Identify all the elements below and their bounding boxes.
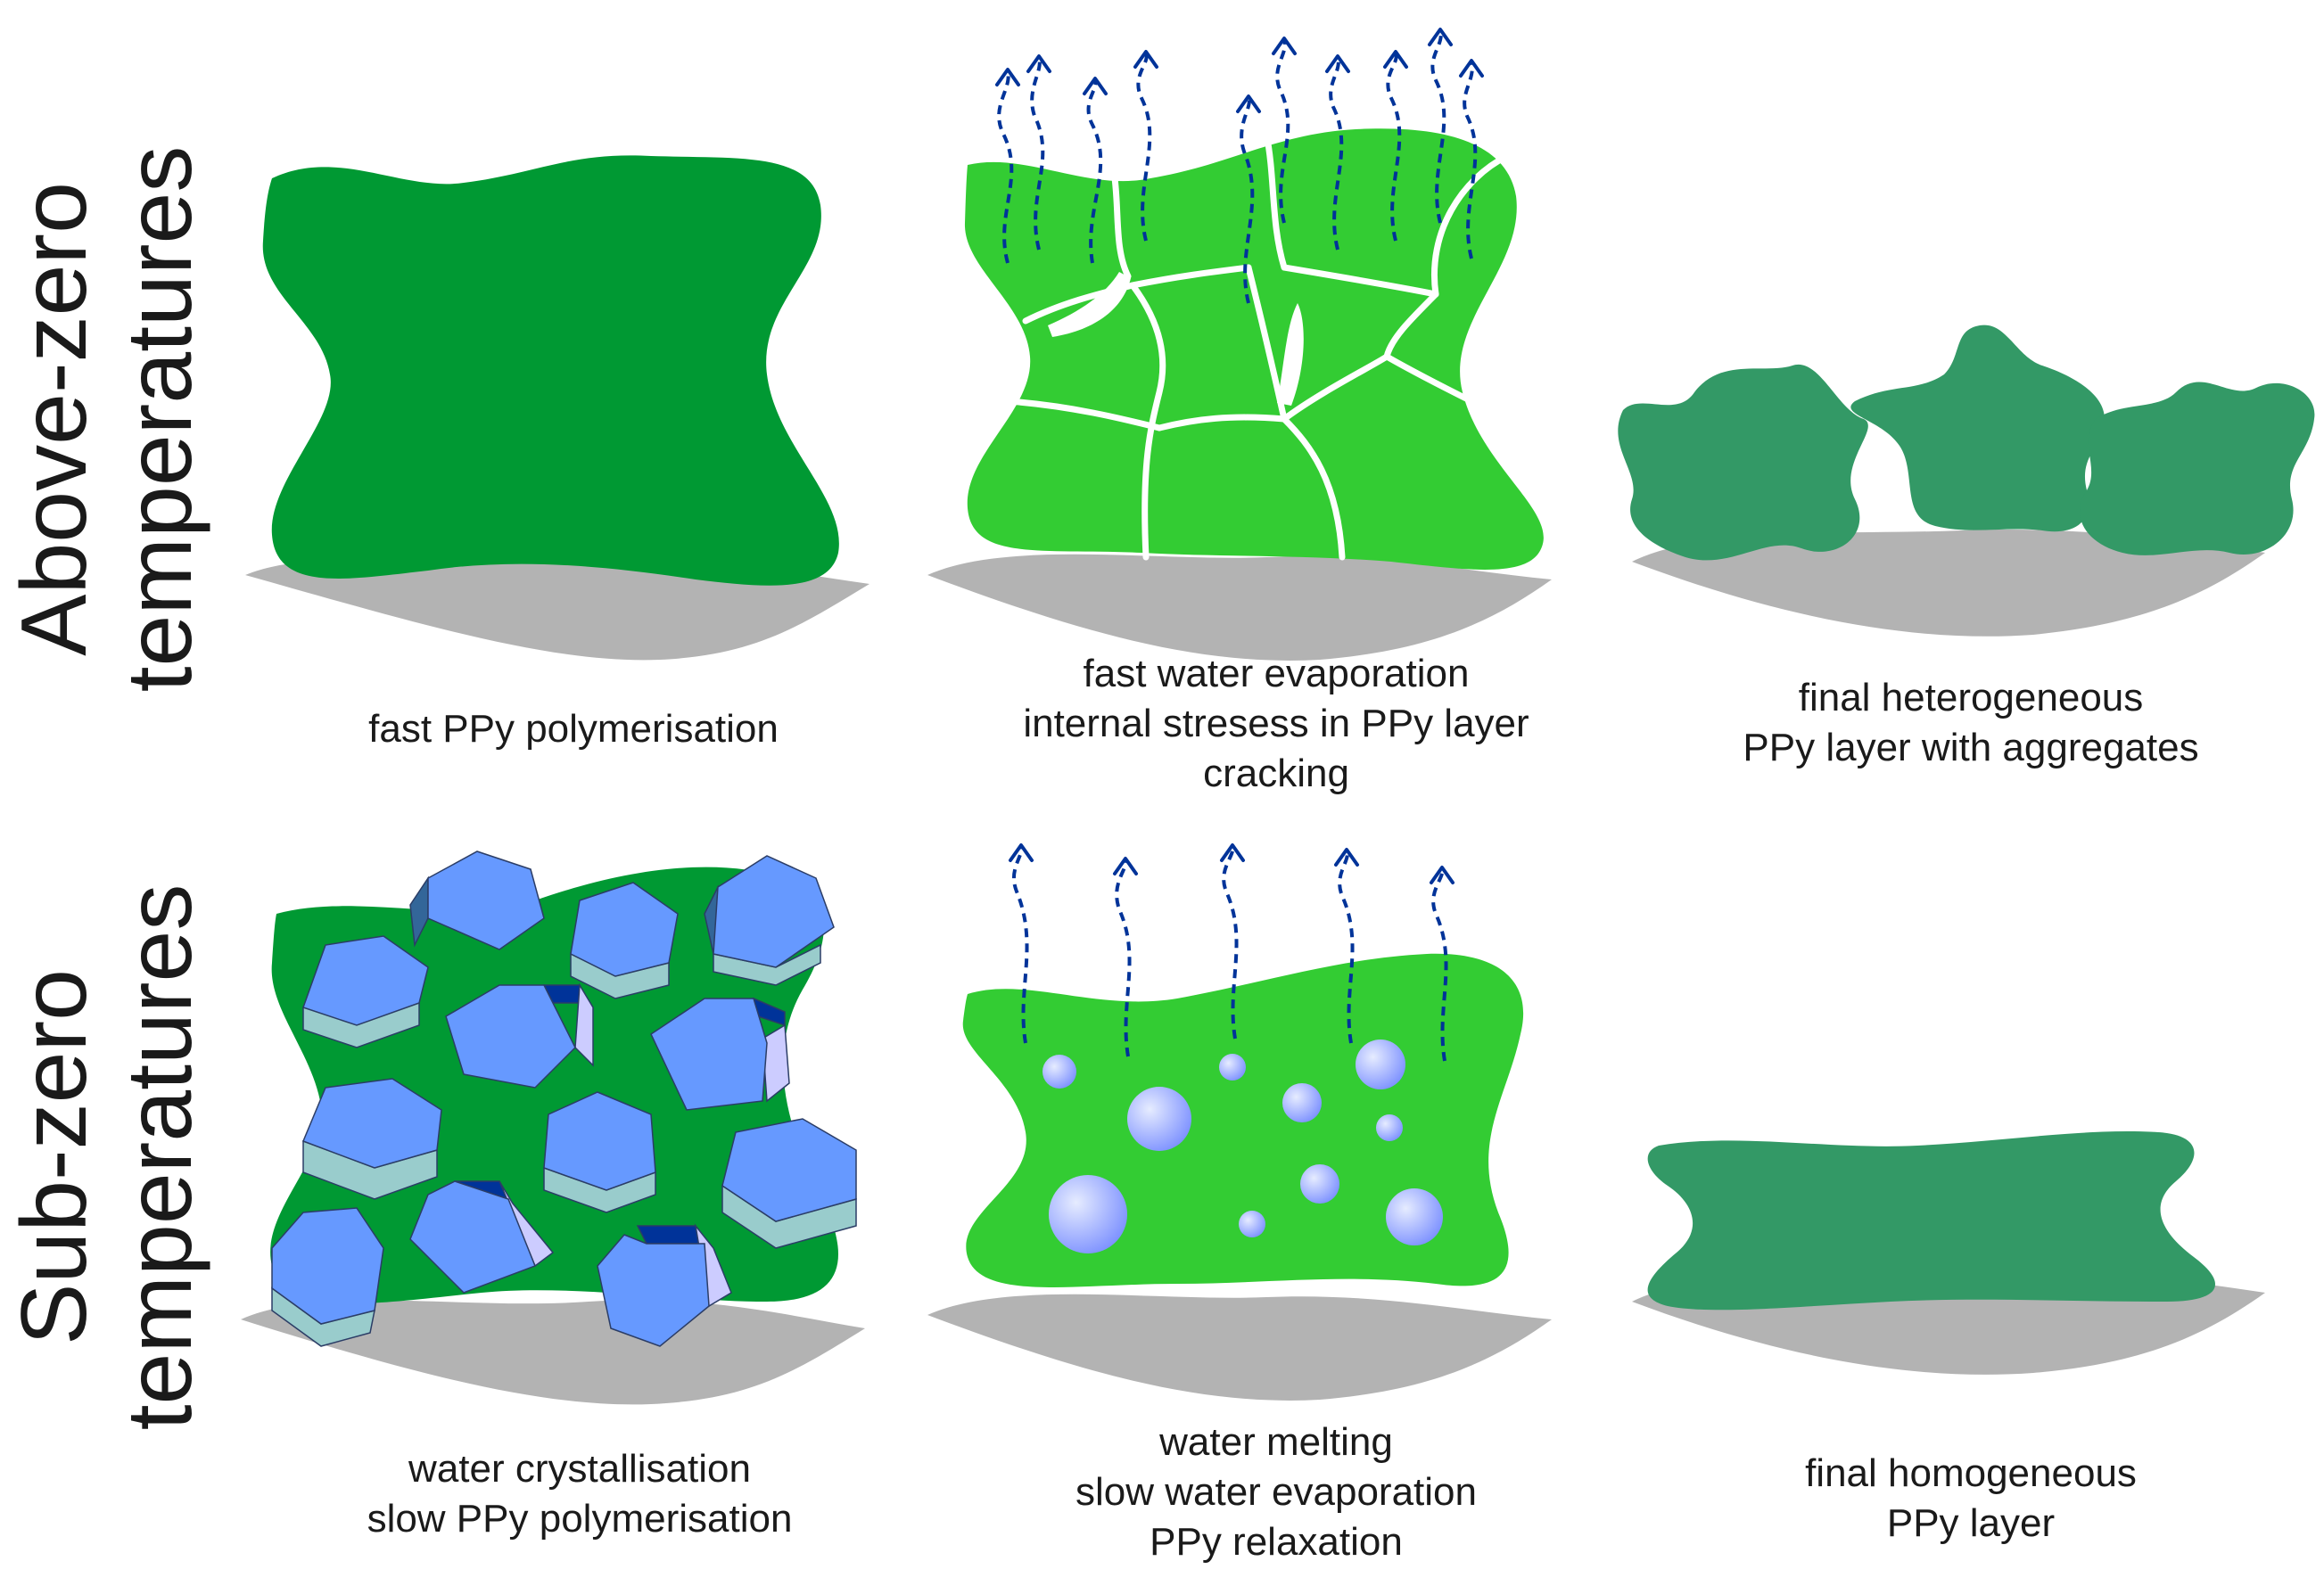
caption-line: cracking (1203, 752, 1349, 795)
arrow-heads (995, 28, 1484, 113)
crack-gap (1277, 303, 1304, 406)
ice-crystal (597, 1223, 732, 1347)
ice-crystal (445, 982, 594, 1089)
substrate-shadow (241, 1300, 865, 1405)
caption-homogeneous: final homogeneous PPy layer (1614, 1449, 2324, 1549)
substrate-shadow (245, 559, 869, 661)
caption-heterogeneous: final heterogeneous PPy layer with aggre… (1614, 673, 2324, 773)
caption-line: fast PPy polymerisation (368, 707, 779, 751)
ppy-layer-light (964, 128, 1544, 570)
ppy-layer-dark (262, 155, 839, 586)
crack-lines (1004, 130, 1511, 561)
arrow-heads (1009, 843, 1455, 884)
caption-cracking: fast water evaporation internal stresess… (919, 649, 1633, 799)
droplet (1239, 1211, 1265, 1237)
ice-crystal (409, 851, 545, 950)
substrate-shadow (927, 554, 1552, 661)
caption-fast-polymerisation: fast PPy polymerisation (217, 704, 930, 754)
caption-melting: water melting slow water evaporation PPy… (919, 1418, 1633, 1567)
caption-line: final heterogeneous (1798, 676, 2144, 719)
caption-line: final homogeneous (1805, 1451, 2137, 1495)
caption-line: water melting (1159, 1420, 1393, 1464)
caption-line: slow water evaporation (1075, 1470, 1477, 1514)
caption-crystallisation: water crystallisation slow PPy polymeris… (223, 1444, 936, 1544)
aggregate-blob (1618, 364, 1868, 561)
row-label-above-zero: Above-zero temperatures (2, 18, 212, 820)
caption-line: PPy layer (1886, 1501, 2056, 1545)
substrate-shadow (1632, 530, 2265, 637)
ppy-layer-teal (1647, 1130, 2215, 1311)
row-label-line1: Sub-zero (3, 969, 106, 1345)
row-label-line2: temperatures (108, 883, 211, 1431)
ice-crystals (271, 851, 857, 1347)
ice-crystal (543, 1091, 656, 1213)
ice-crystal (409, 1180, 555, 1294)
droplet (1127, 1087, 1191, 1151)
droplet (1356, 1040, 1405, 1089)
aggregate-blob (1850, 325, 2105, 532)
row-label-line2: temperatures (108, 145, 211, 693)
crack-gap (1048, 272, 1131, 337)
droplet (1282, 1083, 1322, 1122)
droplet (1219, 1054, 1246, 1081)
droplet (1049, 1175, 1127, 1253)
ppy-layer-light (962, 953, 1524, 1287)
droplet (1300, 1164, 1339, 1204)
ice-crystal (650, 997, 790, 1111)
panel-fast-polymerisation (245, 155, 869, 661)
aggregate-blob (2080, 382, 2315, 555)
evaporation-arrows (1011, 846, 1448, 1062)
row-label-line1: Above-zero (3, 182, 106, 656)
panel-cracking (927, 28, 1552, 661)
panel-homogeneous (1632, 1130, 2265, 1375)
evaporation-arrows (997, 30, 1478, 304)
droplet (1376, 1114, 1403, 1141)
ice-crystal (704, 855, 835, 986)
caption-line: internal stresess in PPy layer (1023, 702, 1529, 745)
caption-line: PPy layer with aggregates (1743, 726, 2199, 769)
ice-crystal (302, 935, 429, 1048)
ice-crystal (721, 1118, 857, 1249)
caption-line: fast water evaporation (1083, 652, 1470, 695)
ice-crystal (271, 1207, 384, 1347)
droplet (1386, 1188, 1443, 1245)
panel-heterogeneous (1618, 325, 2315, 637)
row-label-sub-zero: Sub-zero temperatures (2, 756, 212, 1558)
caption-line: slow PPy polymerisation (367, 1497, 793, 1541)
water-droplets (1043, 1040, 1443, 1253)
caption-line: water crystallisation (408, 1447, 751, 1491)
panel-melting (927, 843, 1552, 1401)
caption-line: PPy relaxation (1150, 1520, 1403, 1564)
panel-crystallisation (241, 851, 865, 1405)
substrate-shadow (927, 1294, 1552, 1401)
ice-crystal (570, 882, 679, 999)
droplet (1043, 1055, 1076, 1089)
ice-crystal (302, 1078, 442, 1200)
